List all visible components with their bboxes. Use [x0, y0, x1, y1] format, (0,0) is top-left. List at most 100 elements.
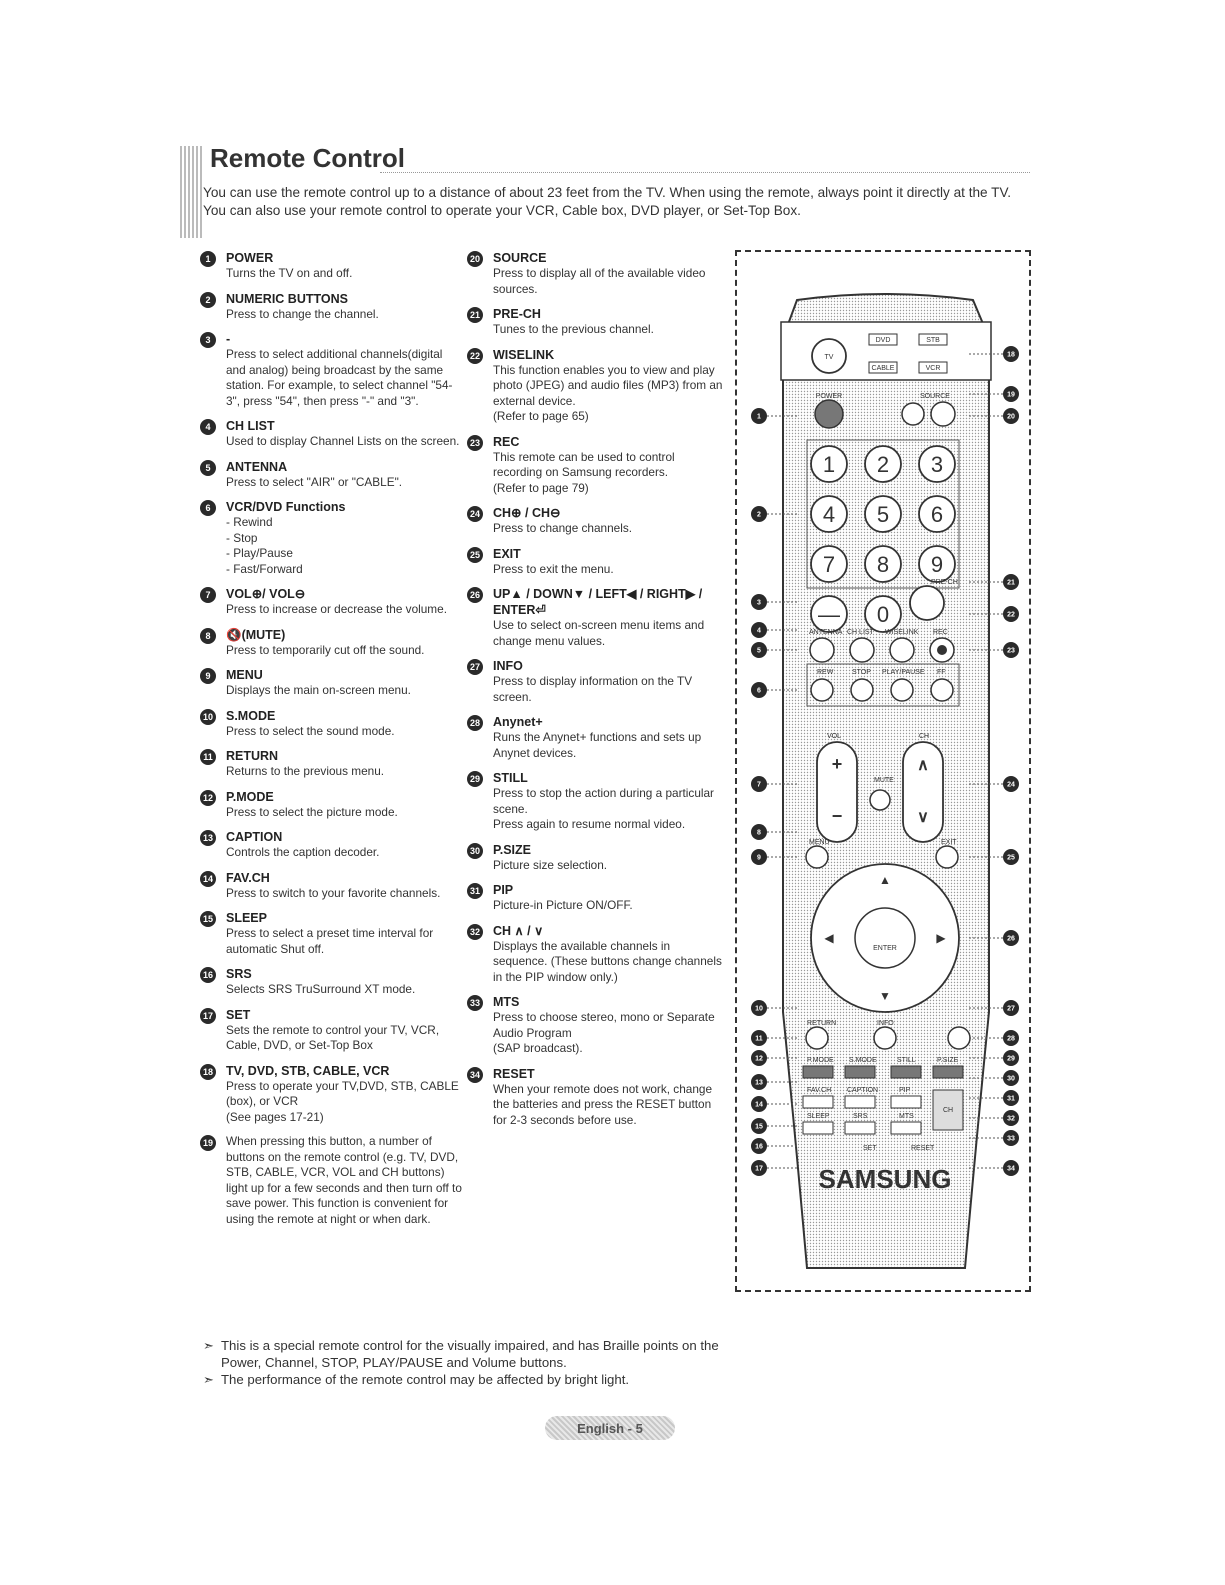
callout-badge — [751, 622, 767, 638]
item-number-badge: 25 — [467, 546, 483, 563]
srs-button — [844, 1121, 876, 1135]
item-number-badge: 24 — [467, 506, 483, 522]
description-item: 32 CH ∧ / ∨Displays the available channel… — [467, 923, 723, 986]
item-title: RESET — [493, 1066, 535, 1081]
number-button — [864, 595, 902, 633]
anynet-button — [947, 1026, 971, 1050]
item-description: Tunes to the previous channel. — [493, 322, 654, 336]
item-description: This remote can be used to control recor… — [493, 449, 675, 495]
right-arrow-icon: ▶ — [936, 931, 946, 945]
item-number-badge: 22 — [467, 347, 483, 364]
item-title: ANTENNA — [226, 459, 288, 474]
item-number-badge: 12 — [200, 789, 216, 806]
item-number-badge: 8 — [200, 627, 216, 644]
item-title: SOURCE — [493, 251, 547, 265]
item-description: Picture-in Picture ON/OFF. — [493, 898, 633, 912]
callout-badge — [751, 1160, 767, 1176]
callout-number: 7 — [757, 782, 761, 789]
item-number-badge: 3 — [200, 332, 216, 348]
item-title: CH ∧ / ∨ — [493, 923, 544, 938]
callout-badge — [751, 1096, 767, 1112]
item-title: 🔇(MUTE) — [226, 627, 286, 642]
cable-button — [868, 361, 898, 374]
set-label: SET — [863, 1145, 877, 1152]
item-title: PIP — [493, 883, 514, 897]
item-title: P.SIZE — [493, 842, 531, 857]
item-number-badge: 19 — [200, 1135, 216, 1151]
power-button — [814, 399, 844, 429]
item-body: VCR/DVD Functions- Rewind - Stop - Play/… — [226, 499, 462, 577]
item-title: REC — [493, 434, 520, 449]
item-description: - Rewind - Stop - Play/Pause - Fast/Forw… — [226, 515, 303, 576]
callout-number: 10 — [755, 1006, 763, 1013]
rew-label: REW — [817, 669, 834, 676]
item-title: MENU — [226, 668, 263, 682]
callout-badge — [751, 1000, 767, 1016]
menu-button — [805, 845, 829, 869]
item-description: Runs the Anynet+ functions and sets up A… — [493, 730, 702, 760]
callout-badge — [1003, 1030, 1019, 1046]
number-label: 8 — [877, 552, 889, 577]
callout-badge — [751, 824, 767, 840]
exit-label: EXIT — [941, 839, 957, 846]
play-pause-button — [890, 678, 914, 702]
item-title: CH LIST — [226, 419, 275, 433]
item-number-badge: 32 — [467, 923, 483, 940]
item-body: Anynet+Runs the Anynet+ functions and se… — [493, 714, 723, 761]
item-description: Press to select the sound mode. — [226, 723, 395, 738]
tv-button — [811, 338, 847, 374]
channel-rocker — [902, 741, 944, 843]
item-title: SLEEP — [226, 911, 267, 925]
return-label: RETURN — [807, 1020, 836, 1027]
light-button — [901, 402, 925, 426]
item-title: MTS — [493, 995, 520, 1009]
item-description: Press to switch to your favorite channel… — [226, 885, 441, 900]
item-number-badge: 4 — [200, 419, 216, 435]
intro-text: You can use the remote control up to a d… — [203, 185, 1012, 218]
item-description: Sets the remote to control your TV, VCR,… — [226, 1022, 440, 1053]
callout-number: 15 — [755, 1124, 763, 1131]
item-title: WISELINK — [493, 347, 555, 362]
pmode-button — [802, 1065, 834, 1079]
item-title: RETURN — [226, 749, 279, 763]
item-number-badge: 9 — [200, 668, 216, 684]
item-title: CAPTION — [226, 830, 283, 844]
item-description: This function enables you to view and pl… — [493, 362, 723, 424]
callout-badge — [751, 682, 767, 698]
sleep-label: SLEEP — [807, 1113, 830, 1120]
chlist-button — [849, 637, 875, 663]
ch-down-icon: ∨ — [917, 809, 929, 826]
prech-button — [909, 585, 945, 621]
item-number-badge: 17 — [200, 1007, 216, 1024]
callout-badge — [751, 642, 767, 658]
rewind-button — [810, 678, 834, 702]
item-description: Displays the available channels in seque… — [493, 938, 722, 984]
page-title: Remote Control — [210, 143, 405, 173]
pip-ch-label: CH — [943, 1107, 953, 1114]
item-number-badge: 33 — [467, 995, 483, 1011]
number-button — [864, 445, 902, 483]
ch-label: CH — [919, 733, 929, 740]
item-description: Press to temporarily cut off the sound. — [226, 642, 425, 657]
callout-number: 4 — [757, 628, 761, 635]
callout-badge — [751, 1074, 767, 1090]
sleep-button — [802, 1121, 834, 1135]
